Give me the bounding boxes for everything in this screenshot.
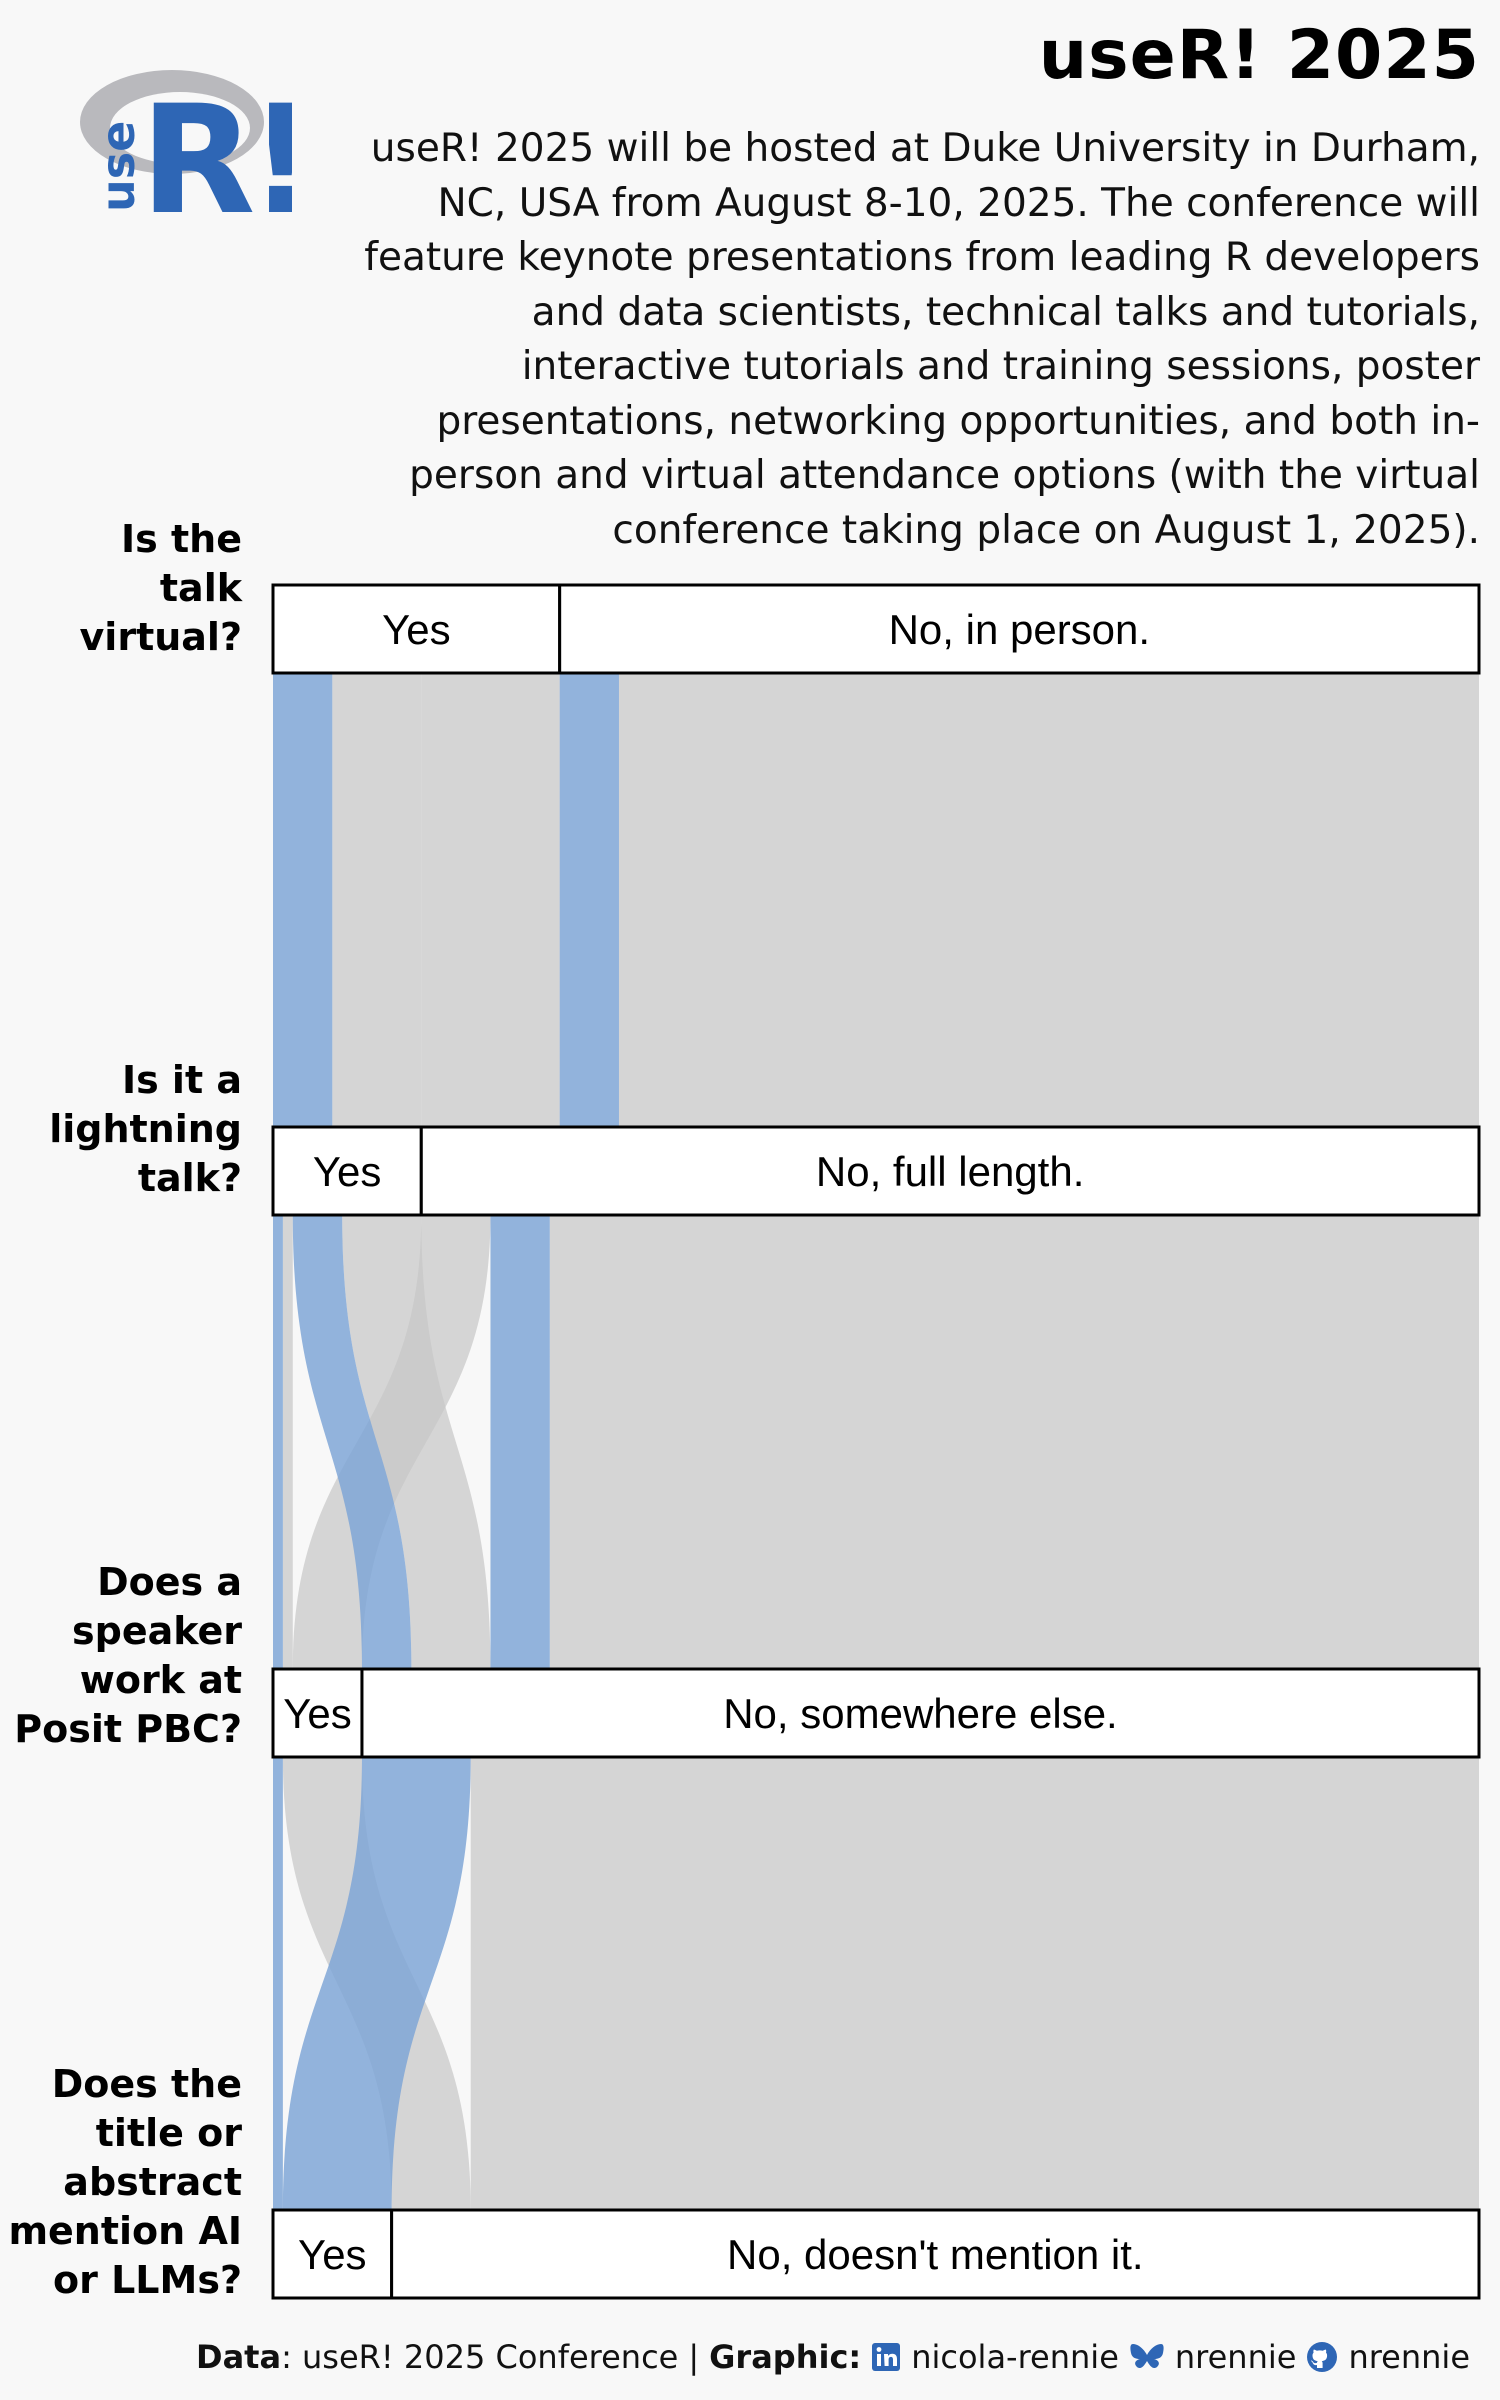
logo-bang-text: ! (248, 74, 292, 222)
logo-r-text: R (140, 74, 256, 222)
github-icon (1307, 2342, 1338, 2372)
logo-ring-hole (110, 92, 250, 164)
butterfly-icon (1130, 2344, 1164, 2369)
github-link[interactable]: nrennie (1348, 2338, 1470, 2376)
user-r-logo: use R ! (80, 70, 292, 222)
flow-ribbon-2-3-highlight-8 (292, 1215, 412, 1669)
category-label-axis3-yes: Yes (283, 1690, 352, 1737)
category-box-axis2-yes (271, 1125, 423, 1217)
category-box-axis4-yes (271, 2208, 394, 2300)
footer-data-label: Data (196, 2338, 282, 2376)
linkedin-link[interactable]: nicola-rennie (911, 2338, 1119, 2376)
category-label-axis2-yes: Yes (313, 1148, 382, 1195)
axis-question-2: Is it a lightning talk? (49, 1058, 242, 1200)
logo-use-text: use (91, 121, 145, 212)
flow-ribbon-3-4-muted-16 (470, 1757, 1479, 2210)
flow-ribbon-3-4-highlight-15 (282, 1757, 471, 2210)
linkedin-icon (872, 2343, 901, 2371)
category-box-axis4-no (390, 2208, 1481, 2300)
page-title: useR! 2025 (1038, 16, 1480, 95)
category-box-axis1-yes (271, 583, 562, 675)
category-label-axis1-yes: Yes (382, 606, 451, 653)
footer-data-value: : useR! 2025 Conference (281, 2338, 679, 2376)
flow-ribbon-3-4-highlight-13 (273, 1757, 283, 2210)
category-box-axis3-no (360, 1667, 1481, 1759)
flow-ribbon-2-3-muted-7 (282, 1215, 293, 1669)
category-label-axis2-no: No, full length. (816, 1148, 1085, 1195)
flow-ribbon-1-2-muted-2 (332, 673, 422, 1127)
axis-question-4: Does the title or abstract mention AI or… (8, 2062, 242, 2302)
footer-credits: Data: useR! 2025 Conference | Graphic: n… (196, 2338, 1470, 2376)
category-label-axis4-no: No, doesn't mention it. (727, 2231, 1144, 2278)
flow-ribbon-2-3-muted-10 (292, 1215, 491, 1669)
bluesky-link[interactable]: nrennie (1174, 2338, 1297, 2376)
flow-ribbon-2-3-highlight-6 (273, 1215, 283, 1669)
axis-question-1: Is the talk virtual? (79, 517, 242, 659)
flow-ribbon-1-2-muted-5 (618, 673, 1479, 1127)
category-box-axis2-no (419, 1125, 1481, 1217)
category-label-axis3-no: No, somewhere else. (723, 1690, 1118, 1737)
flow-ribbon-1-2-highlight-1 (273, 673, 333, 1127)
intro-paragraph: useR! 2025 will be hosted at Duke Univer… (364, 126, 1480, 553)
category-label-axis1-no: No, in person. (889, 606, 1150, 653)
footer-graphic-label: Graphic: (709, 2338, 862, 2376)
flow-ribbon-1-2-highlight-4 (559, 673, 619, 1127)
axis-question-3: Does a speaker work at Posit PBC? (14, 1560, 242, 1751)
category-label-axis4-yes: Yes (298, 2231, 367, 2278)
flow-ribbon-2-3-muted-12 (549, 1215, 1479, 1669)
flow-ribbon-1-2-muted-3 (421, 673, 560, 1127)
category-box-axis1-no (558, 583, 1481, 675)
flow-layer (273, 673, 1479, 2210)
footer-separator: | (688, 2338, 700, 2376)
footer-data-source: Data: useR! 2025 Conference (196, 2338, 678, 2376)
flow-ribbon-2-3-highlight-11 (490, 1215, 550, 1669)
